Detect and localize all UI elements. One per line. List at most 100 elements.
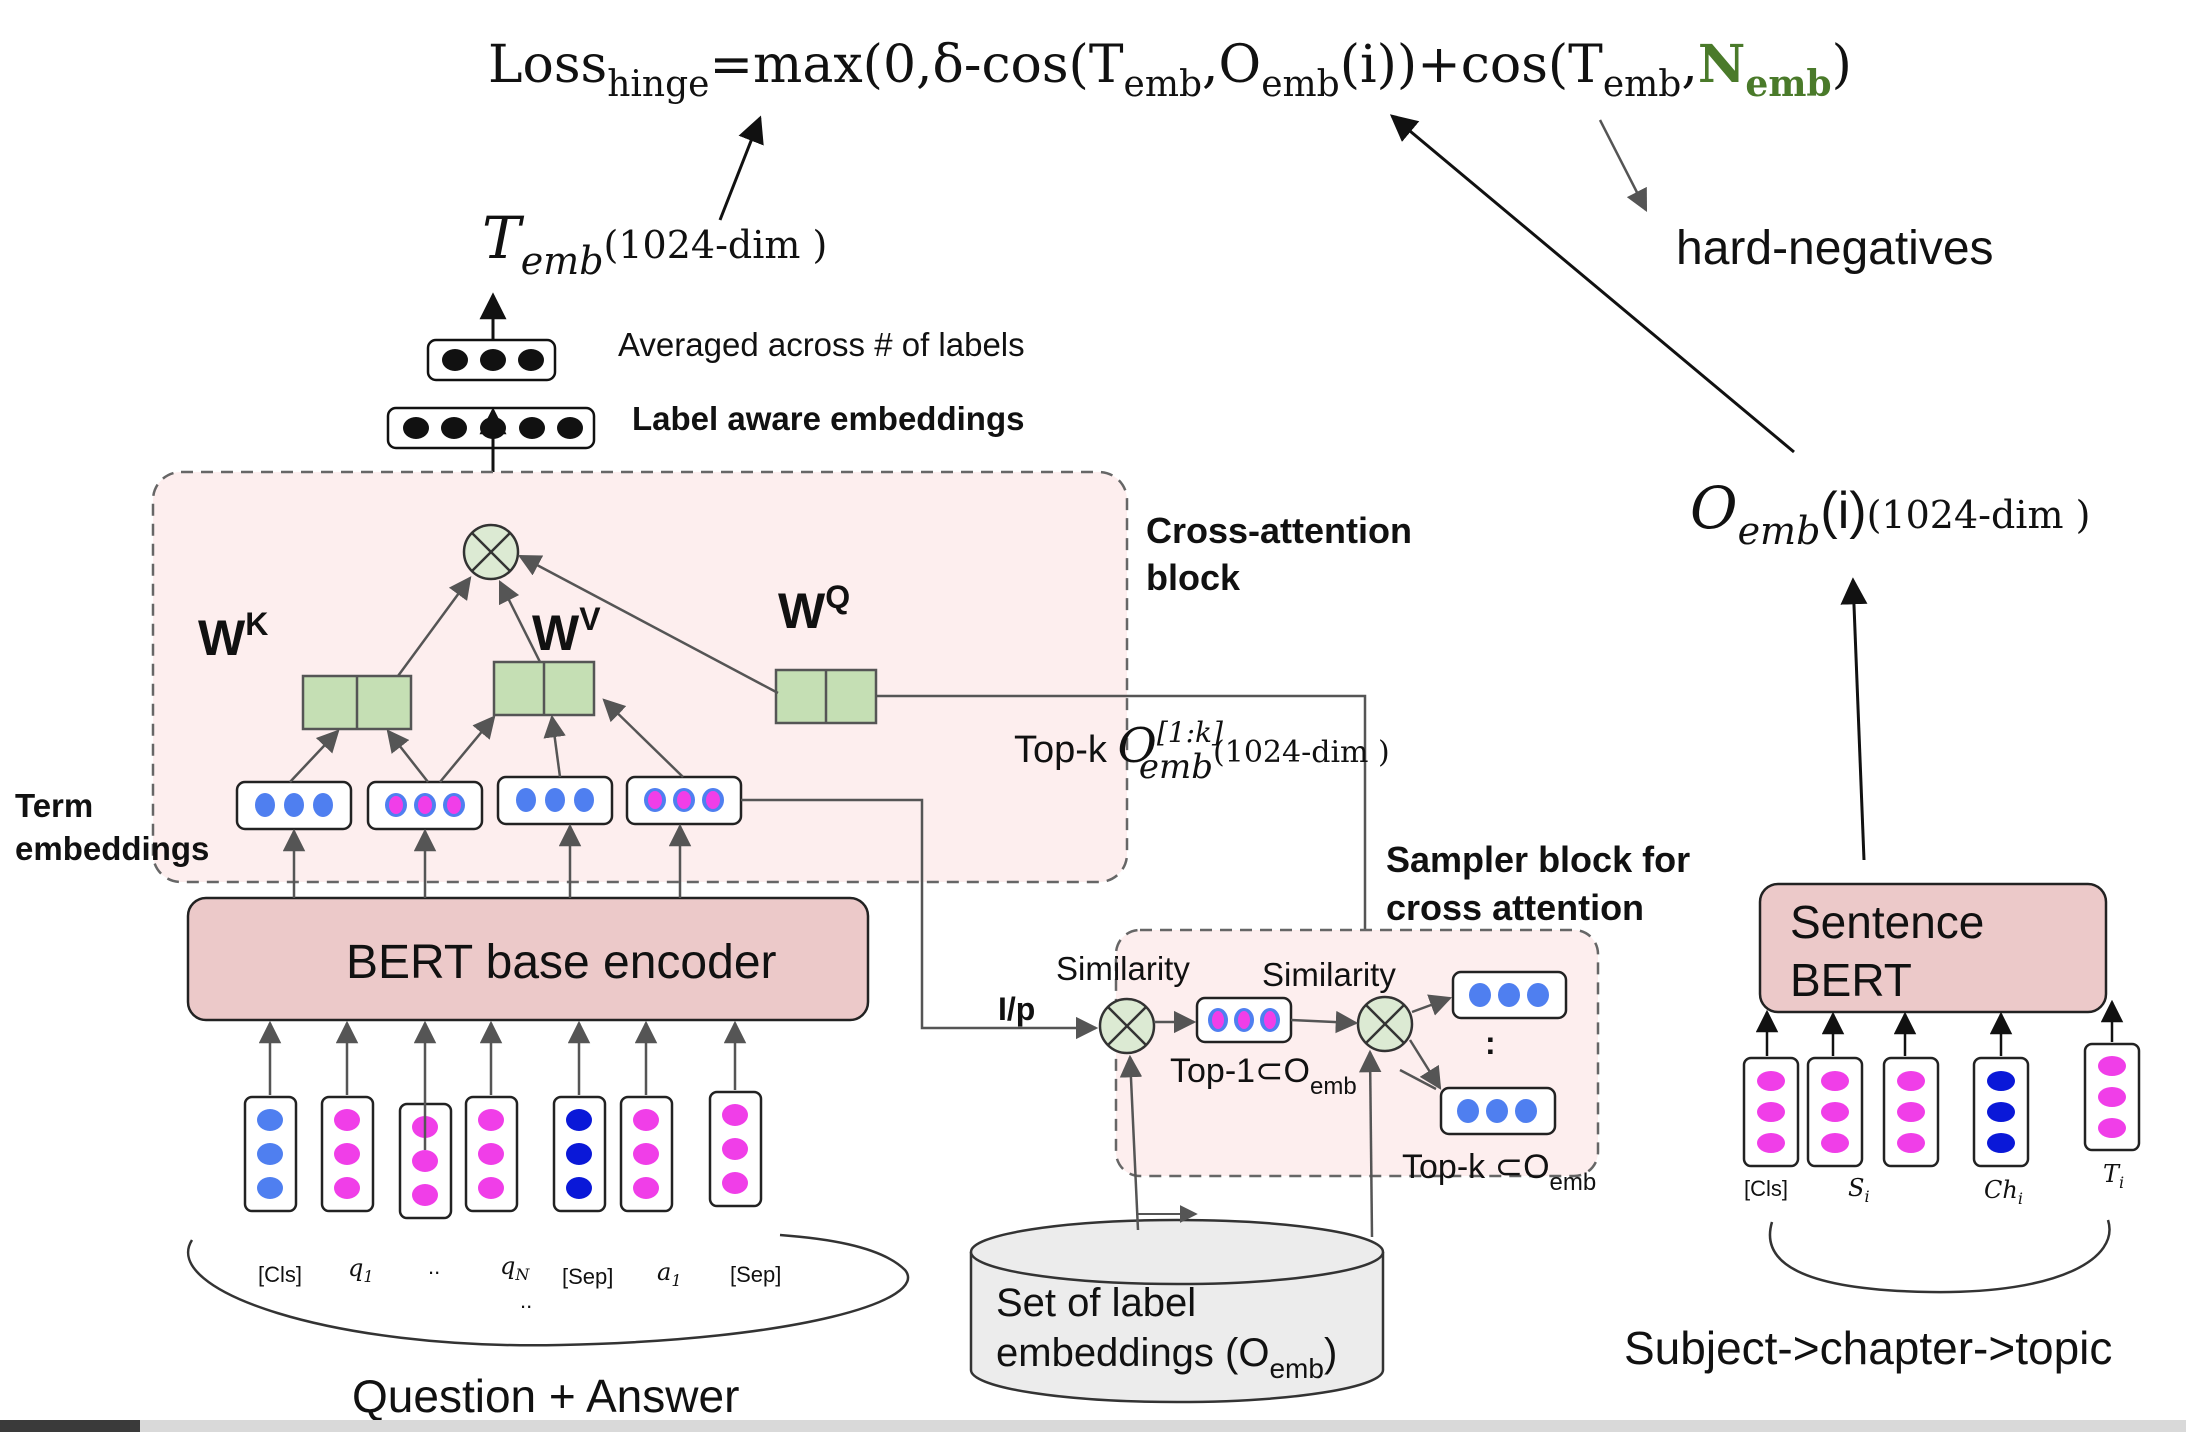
- label-embeddings-store: [969, 1218, 1385, 1404]
- similarity-label-1: Similarity: [1056, 950, 1190, 987]
- input-feed-line: [741, 798, 1099, 1040]
- arrow-term4-to-wv: [602, 698, 684, 778]
- right-token-vectors: [1742, 1042, 2141, 1168]
- svg-text:Top-k O[1:k]emb(1024-dim ): Top-k O[1:k]emb(1024-dim ): [1014, 716, 1390, 787]
- right-tokens-to-sbert-arrows: [1755, 999, 2124, 1056]
- right-token-label-t: Ti: [2103, 1160, 2124, 1192]
- term-embeddings-label: Term embeddings: [15, 787, 209, 867]
- right-token-vector-extra: [1882, 1056, 1940, 1168]
- token-vector-qn: [464, 1095, 519, 1213]
- svg-text:Oemb(i)(1024-dim ): Oemb(i)(1024-dim ): [1690, 474, 2090, 553]
- right-token-label-cls: [Cls]: [1744, 1176, 1788, 1201]
- top1-label: Top-1⊂Oemb: [1170, 1052, 1357, 1100]
- cross-attention-block: [151, 470, 1129, 884]
- right-token-vector-s: [1806, 1056, 1864, 1168]
- cross-attention-label: Cross-attention block: [1146, 510, 1422, 598]
- term-embedding-1: [235, 780, 353, 831]
- sentence-bert-label: Sentence BERT: [1790, 896, 1997, 1006]
- token-vector-q1: [320, 1095, 375, 1213]
- question-answer-brace: [186, 1233, 910, 1347]
- question-answer-label: Question + Answer: [352, 1370, 739, 1422]
- token-label-cls: [Cls]: [258, 1262, 302, 1287]
- averaged-embedding-dots: [442, 349, 544, 371]
- arrow-to-hard-negatives: [1598, 119, 1648, 213]
- hard-negatives-label: hard-negatives: [1676, 222, 1994, 275]
- sentence-bert-encoder: [1758, 882, 2108, 1014]
- svg-text:Temb(1024-dim ): Temb(1024-dim ): [482, 204, 827, 283]
- similarity-otimes-2: [1356, 995, 1414, 1053]
- sampler-output-vector-top: [1451, 970, 1568, 1020]
- wq-label: WQ: [778, 579, 850, 639]
- arrow-wq-to-otimes: [518, 554, 779, 695]
- right-token-vector-ch: [1972, 1056, 2030, 1168]
- arrow-term1-to-wk: [289, 729, 340, 783]
- loss-formula: Losshinge=max(0,δ-cos(Temb,Oemb(i))+cos(…: [488, 34, 1852, 105]
- bert-base-encoder: [186, 896, 870, 1022]
- label-set-label: Set of label embeddings (Oemb): [996, 1281, 1337, 1384]
- right-token-vector-t: [2083, 1042, 2141, 1152]
- topk-oemb-label: Top-k O[1:k]emb(1024-dim ): [1014, 716, 1390, 787]
- right-token-label-ch: Chi: [1984, 1176, 2023, 1208]
- token-label-sep2: [Sep]: [730, 1262, 781, 1287]
- subject-chain-label: Subject->chapter->topic: [1624, 1322, 2112, 1374]
- o-emb-right-label: Oemb(i)(1024-dim ): [1690, 474, 2090, 553]
- sampler-label: Sampler block for cross attention: [1386, 839, 1700, 928]
- encoder-to-term-arrows: [282, 823, 692, 898]
- bert-base-encoder-label: BERT base encoder: [346, 936, 777, 989]
- top1-vector: [1195, 996, 1293, 1044]
- input-token-labels: [Cls] q1 .. qN [Sep] a1 [Sep] ..: [258, 1252, 781, 1313]
- arrow-oemb-to-loss: [1389, 114, 1795, 454]
- right-token-vector-cls: [1742, 1056, 1800, 1168]
- right-token-label-s: Si: [1848, 1174, 1870, 1206]
- arrow-store-to-sim2: [1358, 1049, 1382, 1238]
- token-label-a1: a1: [657, 1258, 682, 1290]
- token-vector-cls: [243, 1095, 298, 1213]
- wq-feed-line: [876, 694, 1367, 930]
- wk-projection: [301, 674, 413, 731]
- arrow-sim2-to-topk-vector: [1408, 1039, 1442, 1090]
- label-aware-label: Label aware embeddings: [632, 400, 1024, 437]
- ip-label: I/p: [998, 991, 1035, 1027]
- arrow-temb-to-loss: [718, 115, 764, 221]
- arrow-store-to-sim1: [1119, 1054, 1143, 1231]
- term-embedding-3: [496, 775, 614, 826]
- arrow-wv-to-otimes: [498, 579, 542, 663]
- wv-label: WV: [532, 601, 601, 661]
- similarity-label-2: Similarity: [1262, 956, 1396, 993]
- token-label-dots-below: ..: [520, 1288, 532, 1313]
- arrow-wk-to-otimes: [396, 576, 472, 677]
- subject-chain-brace: [1768, 1219, 2111, 1294]
- arrow-sbert-to-oemb: [1840, 577, 1868, 861]
- arrow-term2-to-wk: [386, 729, 429, 783]
- input-token-vectors: [243, 1090, 763, 1220]
- arrow-sim2-to-top-vector: [1411, 994, 1453, 1016]
- arrow-top1-to-sim2: [1290, 1010, 1359, 1034]
- vector-ellipsis: :: [1485, 1025, 1496, 1061]
- t-emb-label: Temb(1024-dim ): [482, 204, 827, 283]
- term-embedding-2: [366, 780, 484, 831]
- tokens-to-encoder-arrows: [258, 1020, 747, 1150]
- arrow-term3-to-wv: [543, 714, 566, 778]
- loss-label: Losshinge=max(0,δ-cos(Temb,Oemb(i))+cos(…: [488, 34, 1852, 105]
- cross-attention-otimes: [462, 523, 520, 581]
- similarity-otimes-1: [1098, 997, 1156, 1055]
- bottom-scrollbar: [0, 1420, 2186, 1432]
- token-vector-a1: [619, 1095, 674, 1213]
- wk-label: WK: [198, 606, 268, 666]
- sampler-output-vector-topk: [1439, 1086, 1557, 1136]
- arrow-term2-to-wv: [439, 715, 496, 783]
- token-label-qn: qN: [500, 1252, 530, 1284]
- token-label-dots: ..: [428, 1254, 440, 1279]
- wq-projection: [774, 668, 878, 725]
- term-embedding-4: [625, 775, 743, 826]
- averaged-label: Averaged across # of labels: [618, 326, 1025, 363]
- token-vector-sep1: [552, 1095, 607, 1213]
- token-label-sep1: [Sep]: [562, 1264, 613, 1289]
- right-token-labels: [Cls] Si Chi Ti: [1744, 1160, 2124, 1208]
- wv-projection: [492, 660, 596, 717]
- arrow-sim2-branch: [1399, 1068, 1437, 1091]
- topk-subset-label: Top-k ⊂Oemb: [1402, 1148, 1596, 1196]
- token-vector-sep2: [708, 1090, 763, 1208]
- token-label-q1: q1: [348, 1254, 374, 1286]
